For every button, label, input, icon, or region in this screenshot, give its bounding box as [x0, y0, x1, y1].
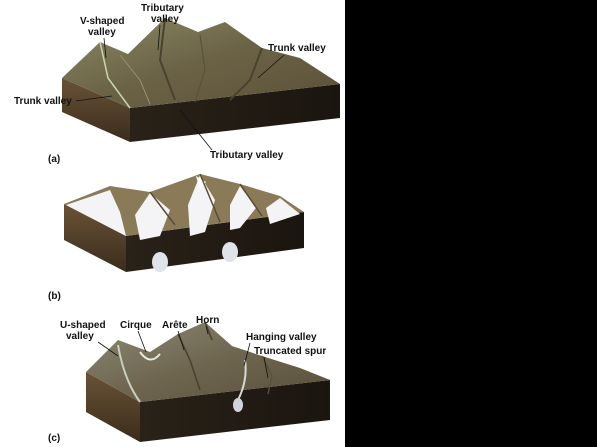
panel-b-block [64, 174, 304, 272]
label-cirque: Cirque [120, 320, 152, 331]
label-v-shaped-2: valley [88, 27, 116, 38]
label-trunk-left: Trunk valley [14, 96, 72, 107]
label-horn: Horn [196, 315, 219, 326]
figure-svg: V-shaped valley Tributary valley Trunk v… [0, 0, 345, 447]
panel-c-letter: (c) [48, 433, 60, 444]
label-trunk-right: Trunk valley [268, 43, 326, 54]
panel-c-ice-tongue [233, 398, 243, 412]
panel-b-letter: (b) [48, 291, 61, 302]
label-tributary-top-2: valley [151, 14, 179, 25]
panel-b-ice-tongue-2 [222, 242, 238, 262]
label-arete: Arête [162, 320, 188, 331]
blank-black-panel [345, 0, 597, 447]
landform-figure: V-shaped valley Tributary valley Trunk v… [0, 0, 345, 447]
label-v-shaped-1: V-shaped [80, 16, 124, 27]
label-tributary-top-1: Tributary [141, 3, 184, 14]
label-tributary-bottom: Tributary valley [210, 150, 284, 161]
panel-a-letter: (a) [48, 154, 60, 165]
label-truncated-spur: Truncated spur [254, 346, 326, 357]
label-u-shaped-1: U-shaped [60, 320, 106, 331]
panel-b-ice-tongue-1 [152, 252, 168, 272]
label-hanging-valley: Hanging valley [246, 332, 317, 343]
label-u-shaped-2: valley [66, 331, 94, 342]
